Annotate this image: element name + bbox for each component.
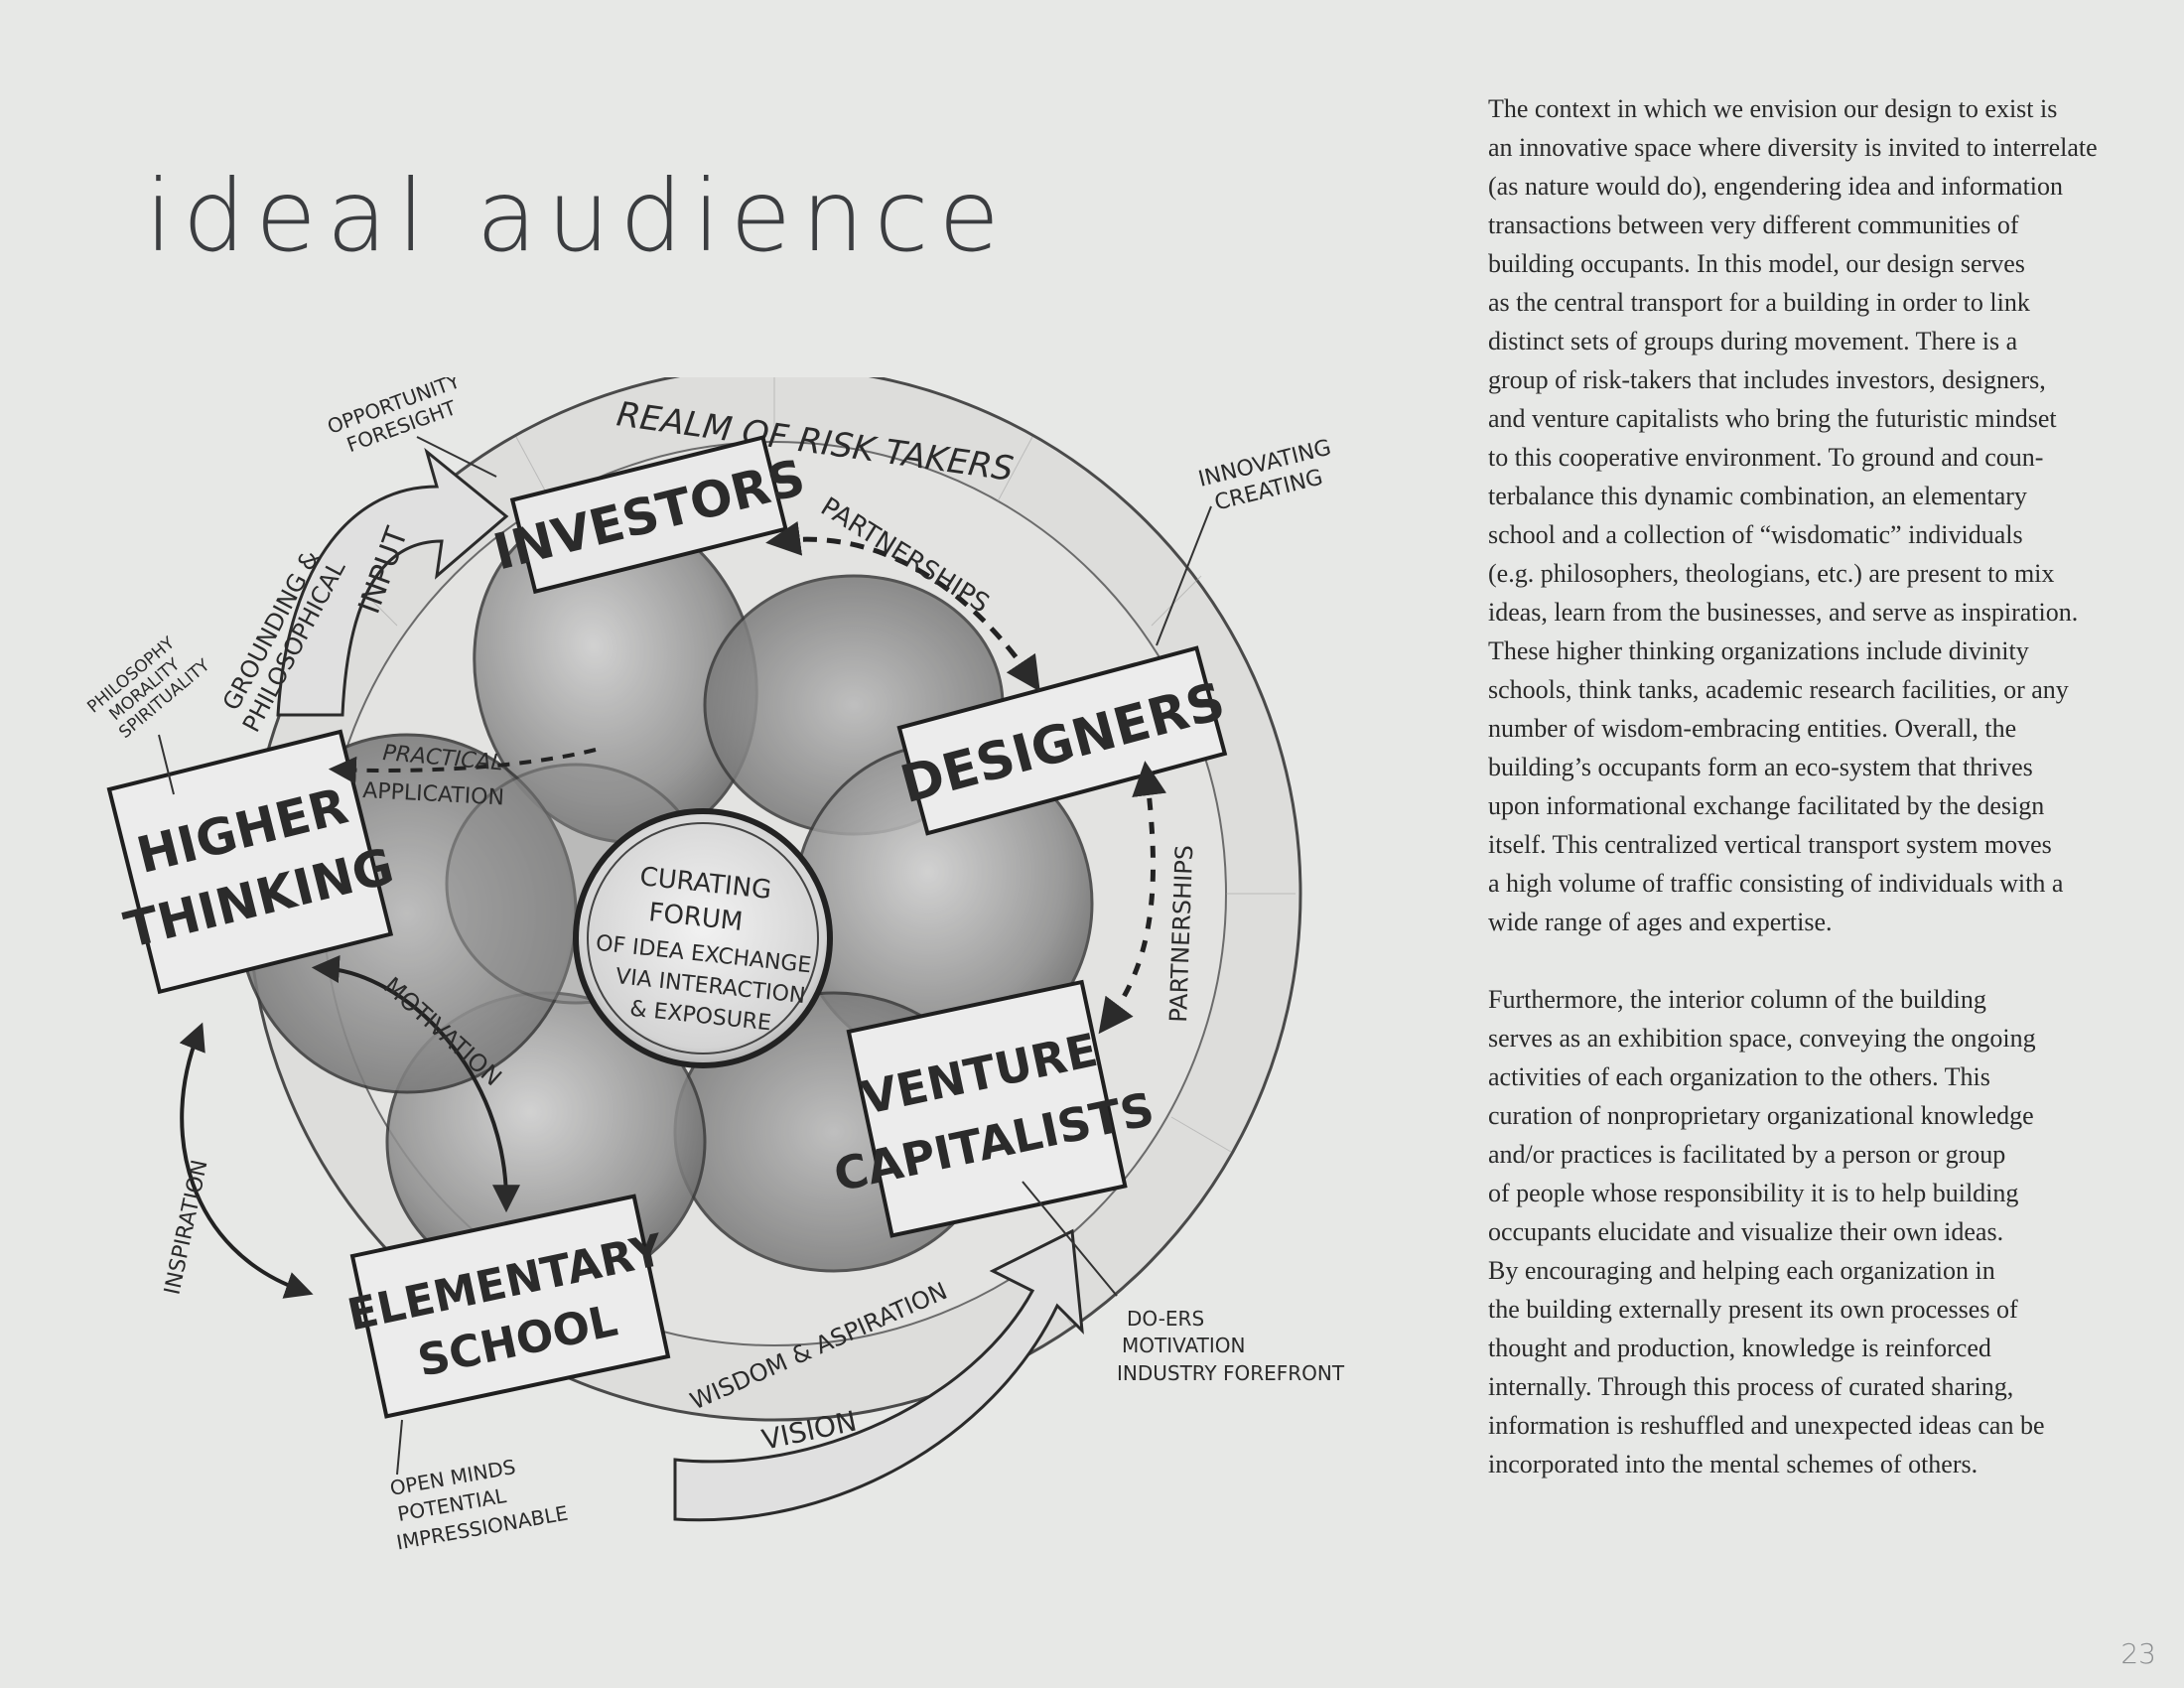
body-paragraph-1: The context in which we envision our des…	[1488, 89, 2104, 941]
innovating-annotation: INNOVATING CREATING	[1196, 435, 1340, 518]
curating-forum-circle: CURATING FORUM OF IDEA EXCHANGE VIA INTE…	[576, 811, 830, 1065]
open-minds-annotation: OPEN MINDS POTENTIAL IMPRESSIONABLE	[385, 1447, 570, 1554]
philosophy-annotation: PHILOSOPHY MORALITY SPIRITUALITY	[83, 625, 213, 748]
audience-sketch: CURATING FORUM OF IDEA EXCHANGE VIA INTE…	[79, 377, 1410, 1609]
doers-annotation: DO-ERS MOTIVATION INDUSTRY FOREFRONT	[1117, 1307, 1345, 1385]
opportunity-annotation: OPPORTUNITY FORESIGHT	[325, 377, 473, 461]
doers-label-2: MOTIVATION	[1122, 1334, 1245, 1357]
page-number: 23	[2120, 1637, 2156, 1670]
inspiration-label: INSPIRATION	[160, 1158, 212, 1297]
body-paragraph-2: Furthermore, the interior column of the …	[1488, 980, 2104, 1483]
doers-label-1: DO-ERS	[1127, 1307, 1204, 1331]
body-text: The context in which we envision our des…	[1488, 89, 2104, 1522]
page-title: ideal audience	[145, 167, 1010, 266]
doers-label-3: INDUSTRY FOREFRONT	[1117, 1361, 1345, 1385]
